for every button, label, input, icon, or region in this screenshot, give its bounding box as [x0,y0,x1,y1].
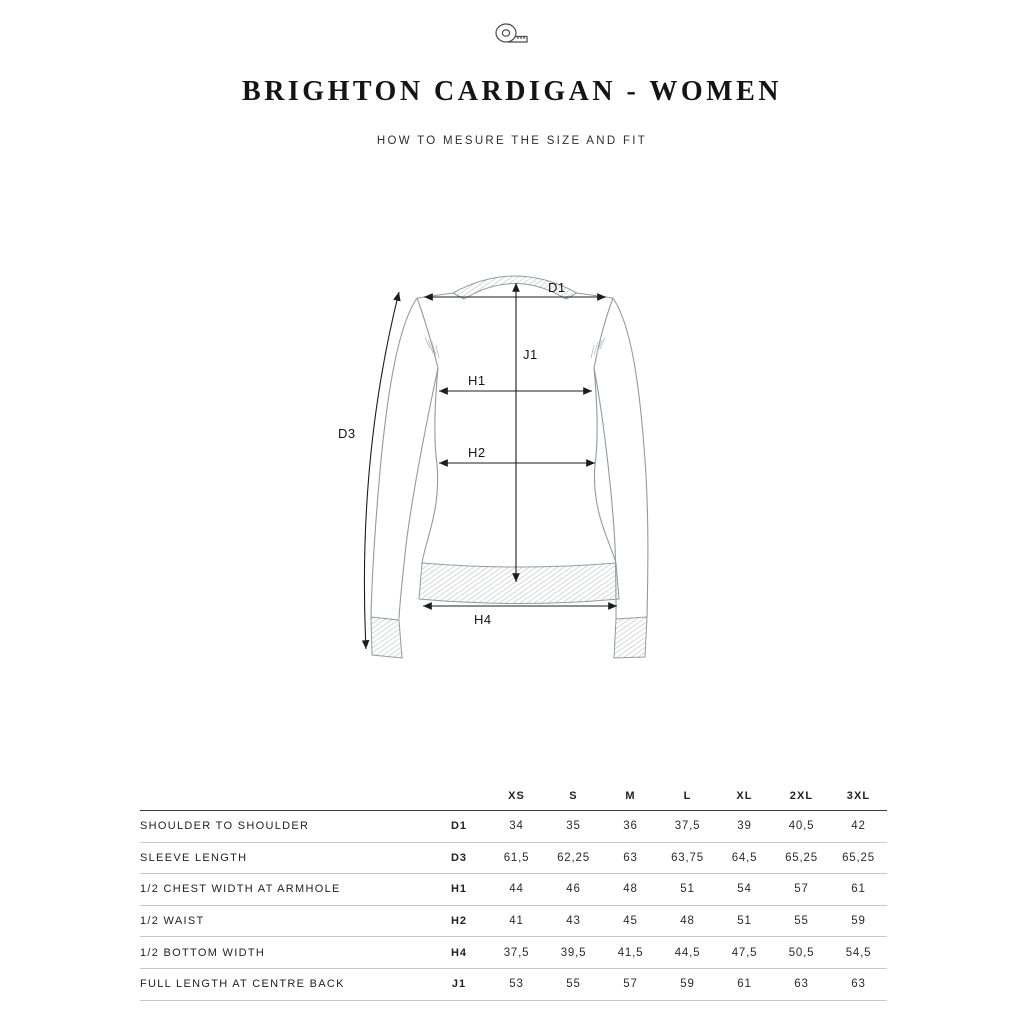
measuring-tape-icon [0,22,1024,48]
size-table-header-row: XS S M L XL 2XL 3XL [140,781,887,811]
size-value: 39,5 [545,936,602,969]
measure-label-h4: H4 [474,612,492,627]
column-header-xl: XL [736,789,753,802]
column-header-xs: XS [508,789,525,802]
measure-label-h2: H2 [468,445,486,460]
size-value: 41,5 [602,936,659,969]
column-header-2xl: 2XL [789,789,814,802]
row-label: 1/2 CHEST WIDTH AT ARMHOLE [140,873,430,906]
measure-label-d3: D3 [338,426,356,441]
cardigan-drawing [370,275,649,659]
size-value: 55 [773,904,830,937]
size-value: 61,5 [488,841,545,874]
size-value: 36 [602,810,659,843]
row-label: SLEEVE LENGTH [140,841,430,874]
column-header-m: M [625,789,636,802]
right-cuff [613,616,648,659]
size-value: 35 [545,810,602,843]
arrow-d3 [361,291,401,650]
measuring-tape-icon-svg [495,23,528,43]
column-header-s: S [569,789,578,802]
table-row-length: FULL LENGTH AT CENTRE BACK J1 53 55 57 5… [140,967,887,1001]
table-row-shoulder: SHOULDER TO SHOULDER D1 34 35 36 37,5 39… [140,810,887,843]
size-value: 65,25 [773,841,830,874]
size-value: 61 [716,967,773,1001]
hem-band [418,562,620,604]
gather-marks [424,336,606,359]
size-value: 53 [488,967,545,1001]
size-value: 42 [830,810,887,843]
collar-band [451,275,579,300]
row-label: 1/2 BOTTOM WIDTH [140,936,430,969]
size-value: 51 [659,873,716,906]
size-value: 43 [545,904,602,937]
size-value: 37,5 [488,936,545,969]
size-value: 57 [773,873,830,906]
size-value: 63 [773,967,830,1001]
row-code: D1 [430,810,488,843]
page-subtitle: HOW TO MESURE THE SIZE AND FIT [376,135,648,147]
table-row-waist: 1/2 WAIST H2 41 43 45 48 51 55 59 [140,904,887,937]
size-value: 40,5 [773,810,830,843]
table-row-sleeve: SLEEVE LENGTH D3 61,5 62,25 63 63,75 64,… [140,841,887,874]
row-code: J1 [430,967,488,1001]
table-row-chest: 1/2 CHEST WIDTH AT ARMHOLE H1 44 46 48 5… [140,873,887,906]
size-value: 44 [488,873,545,906]
size-value: 54 [716,873,773,906]
measure-label-j1: J1 [523,347,538,362]
size-value: 59 [659,967,716,1001]
size-value: 63 [830,967,887,1001]
size-table: XS S M L XL 2XL 3XL SHOULDER TO SHOULDER… [140,781,887,1001]
size-value: 51 [716,904,773,937]
column-header-l: L [683,789,692,802]
row-code: H1 [430,873,488,906]
size-value: 61 [830,873,887,906]
page-title: BRIGHTON CARDIGAN - WOMEN [242,76,782,107]
size-value: 65,25 [830,841,887,874]
left-cuff [370,616,403,659]
size-value: 59 [830,904,887,937]
size-value: 57 [602,967,659,1001]
empty-header [140,781,430,811]
size-value: 34 [488,810,545,843]
measure-label-d1: D1 [548,280,566,295]
row-label: 1/2 WAIST [140,904,430,937]
column-header-3xl: 3XL [846,789,871,802]
size-value: 50,5 [773,936,830,969]
row-code: H2 [430,904,488,937]
row-label: FULL LENGTH AT CENTRE BACK [140,967,430,1001]
size-value: 48 [659,904,716,937]
size-value: 46 [545,873,602,906]
size-value: 39 [716,810,773,843]
size-value: 63 [602,841,659,874]
size-value: 54,5 [830,936,887,969]
size-value: 62,25 [545,841,602,874]
size-value: 63,75 [659,841,716,874]
size-value: 55 [545,967,602,1001]
row-label: SHOULDER TO SHOULDER [140,810,430,843]
row-code: D3 [430,841,488,874]
size-value: 45 [602,904,659,937]
size-value: 37,5 [659,810,716,843]
size-value: 48 [602,873,659,906]
empty-header [430,781,488,811]
size-value: 44,5 [659,936,716,969]
size-value: 47,5 [716,936,773,969]
size-value: 64,5 [716,841,773,874]
table-row-bottom: 1/2 BOTTOM WIDTH H4 37,5 39,5 41,5 44,5 … [140,936,887,969]
measurement-arrows [361,283,617,650]
row-code: H4 [430,936,488,969]
measure-label-h1: H1 [468,373,486,388]
size-value: 41 [488,904,545,937]
